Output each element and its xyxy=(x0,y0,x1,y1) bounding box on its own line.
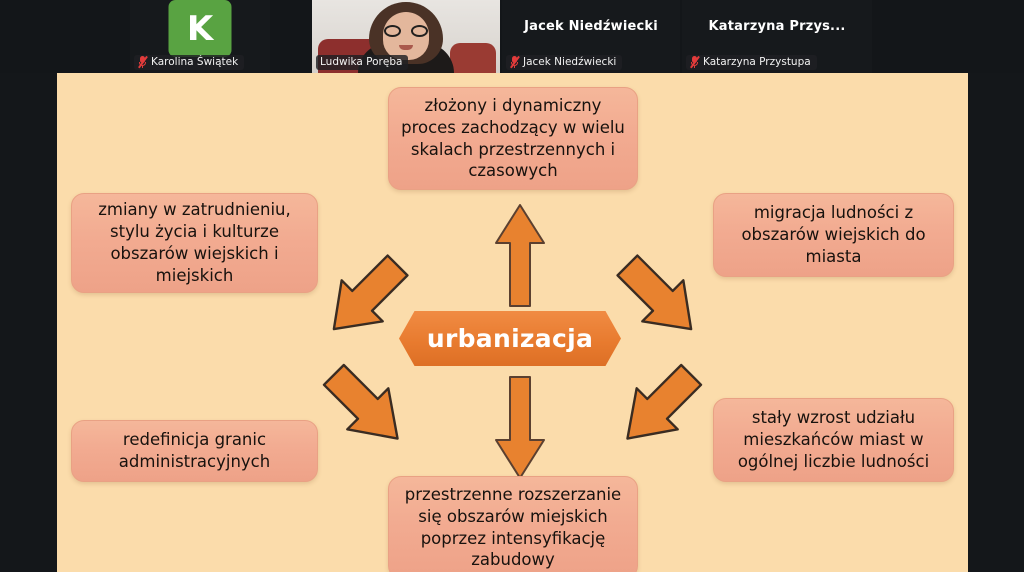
microphone-muted-icon xyxy=(510,55,520,69)
participant-display-name: Jacek Niedźwiecki xyxy=(524,19,658,34)
avatar: K xyxy=(168,0,232,57)
participant-tile-ludwika-poreba[interactable]: Ludwika Poręba xyxy=(312,0,500,73)
participant-name-chip: Ludwika Poręba xyxy=(316,55,409,70)
arrow-lower-right xyxy=(605,356,715,456)
node-top-text: złożony i dynamiczny proces zachodzący w… xyxy=(401,95,625,181)
microphone-muted-icon xyxy=(690,55,700,69)
arrow-upper-right xyxy=(605,248,715,348)
central-concept-label: urbanizacja xyxy=(426,324,594,353)
arrow-down xyxy=(494,375,546,480)
node-bottom: przestrzenne rozszerzanie się obszarów m… xyxy=(388,476,638,572)
node-right-bottom: stały wzrost udziału mieszkańców miast w… xyxy=(713,398,954,482)
node-top: złożony i dynamiczny proces zachodzący w… xyxy=(388,87,638,190)
shared-slide: urbanizacja złożony i dynamiczny proces … xyxy=(57,73,968,572)
participant-tile-karolina-swiatek[interactable]: K Karolina Świątek xyxy=(130,0,270,73)
node-left-bottom: redefinicja granic administracyjnych xyxy=(71,420,318,482)
participant-name-chip: Jacek Niedźwiecki xyxy=(506,55,623,70)
node-left-top: zmiany w zatrudnieniu, stylu życia i kul… xyxy=(71,193,318,293)
node-right-bottom-text: stały wzrost udziału mieszkańców miast w… xyxy=(737,408,930,471)
participant-name-label: Katarzyna Przystupa xyxy=(703,56,811,68)
arrow-up xyxy=(494,203,546,308)
node-left-top-text: zmiany w zatrudnieniu, stylu życia i kul… xyxy=(98,200,291,285)
participant-name-label: Ludwika Poręba xyxy=(320,56,403,68)
participant-filmstrip: K Karolina Świątek Ludwika Poręba Jacek … xyxy=(0,0,1024,73)
participant-display-name: Katarzyna Przys... xyxy=(708,19,846,34)
arrow-lower-left xyxy=(310,356,420,456)
participant-name-label: Jacek Niedźwiecki xyxy=(523,56,617,68)
participant-tile-jacek-niedzwiecki[interactable]: Jacek Niedźwiecki Jacek Niedźwiecki xyxy=(502,0,680,73)
participant-name-chip: Karolina Świątek xyxy=(134,55,245,70)
central-concept-node: urbanizacja xyxy=(399,311,621,366)
participant-name-label: Karolina Świątek xyxy=(151,56,239,68)
arrow-upper-left xyxy=(310,248,420,348)
node-left-bottom-text: redefinicja granic administracyjnych xyxy=(118,430,271,471)
node-right-top: migracja ludności z obszarów wiejskich d… xyxy=(713,193,954,277)
participant-tile-katarzyna-przystupa[interactable]: Katarzyna Przys... Katarzyna Przystupa xyxy=(682,0,872,73)
microphone-muted-icon xyxy=(138,55,148,69)
participant-name-chip: Katarzyna Przystupa xyxy=(686,55,817,70)
node-bottom-text: przestrzenne rozszerzanie się obszarów m… xyxy=(404,484,622,570)
node-right-top-text: migracja ludności z obszarów wiejskich d… xyxy=(741,203,926,266)
